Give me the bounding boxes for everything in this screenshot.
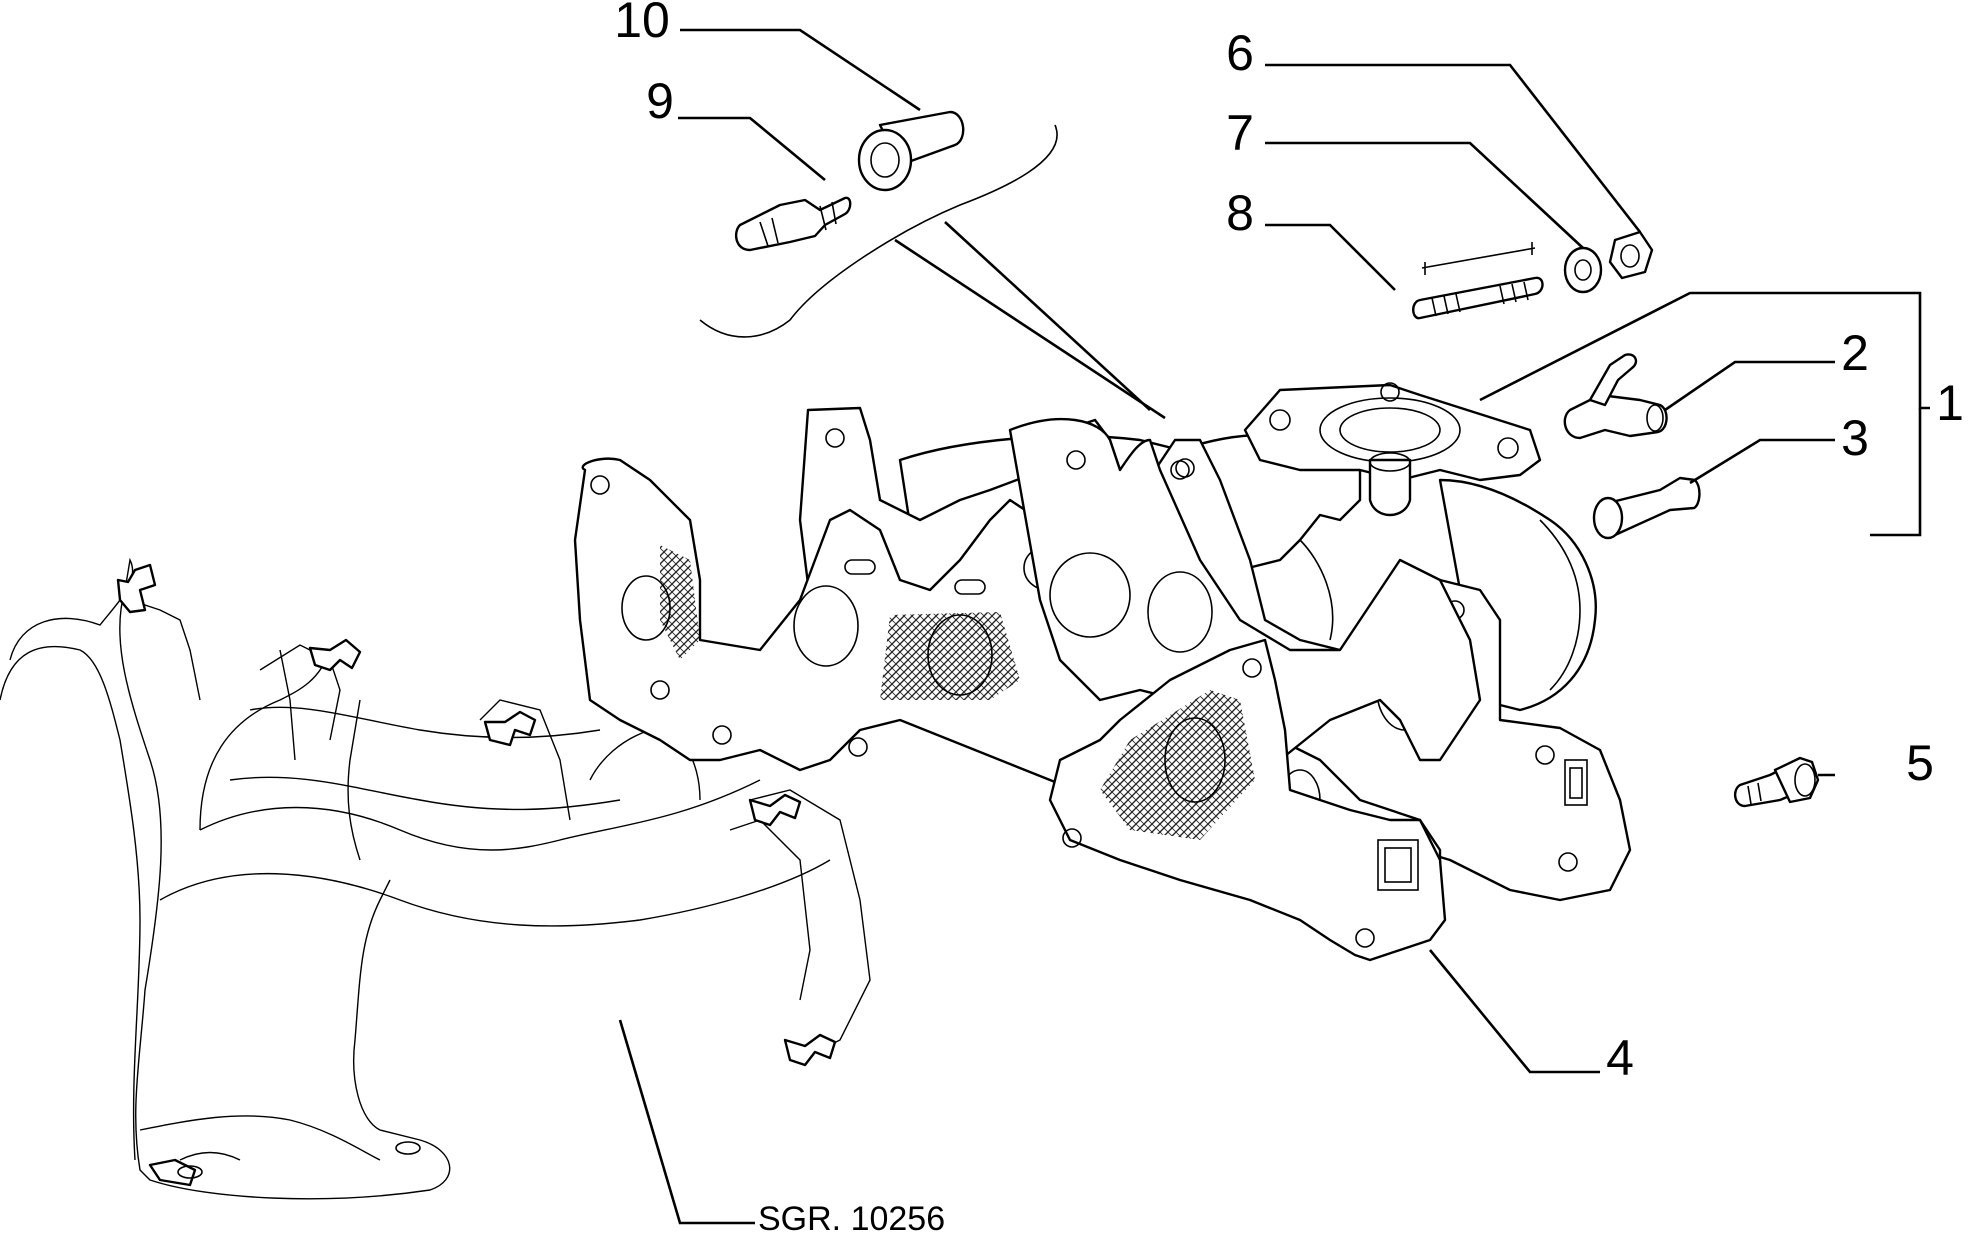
part-6-nut (1608, 230, 1654, 280)
part-3-hose-nipple (1592, 476, 1701, 540)
callout-1: 1 (1936, 375, 1964, 431)
part-5-bolt (1733, 756, 1820, 808)
callout-10: 10 (614, 0, 670, 48)
callout-6: 6 (1226, 25, 1254, 81)
part-8-stud (1412, 242, 1544, 320)
callout-9: 9 (646, 73, 674, 129)
callout-4: 4 (1606, 1030, 1634, 1086)
leader-lines (618, 28, 1930, 1225)
callout-5: 5 (1906, 735, 1934, 791)
part-10-sleeve (857, 110, 965, 192)
manifold-gasket (1048, 638, 1447, 962)
drawing-reference: SGR. 10256 (758, 1200, 945, 1233)
callout-3: 3 (1841, 410, 1869, 466)
part-9-stud (734, 196, 852, 252)
callout-7: 7 (1226, 105, 1254, 161)
callout-2: 2 (1841, 325, 1869, 381)
part-7-washer (1563, 246, 1603, 294)
intake-flange (1008, 417, 1482, 762)
part-2-elbow-fitting (1563, 353, 1668, 440)
callout-8: 8 (1226, 185, 1254, 241)
exhaust-manifold-outline (0, 557, 871, 1200)
